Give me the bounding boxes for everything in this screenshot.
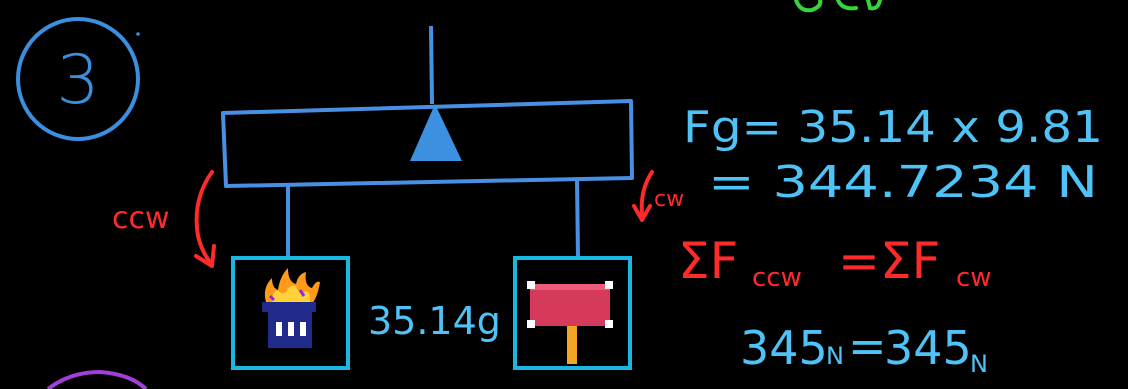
sum-force-cw-subscript: cw xyxy=(956,263,992,293)
moment-balance-values: 345 N = 345 N xyxy=(740,319,988,378)
signpost-icon xyxy=(527,281,613,364)
ccw-arrow xyxy=(194,170,214,264)
right-hanger-rod xyxy=(575,177,580,259)
cw-rotation-indicator: cw xyxy=(632,170,684,222)
dot xyxy=(136,32,140,36)
right-weight-box xyxy=(513,256,632,370)
mass-label: 35.14g xyxy=(368,299,501,343)
sum-force-ccw: ΣF xyxy=(678,232,738,290)
cw-label: cw xyxy=(654,187,684,212)
support-rod xyxy=(429,25,434,105)
step-number-badge: 3 xyxy=(16,17,140,141)
sum-force-ccw-subscript: ccw xyxy=(752,263,802,293)
step-number: 3 xyxy=(56,41,99,120)
left-moment-value: 345 xyxy=(740,321,828,375)
burning-trash-can-icon xyxy=(262,268,320,348)
ccw-label: ccw xyxy=(112,201,170,236)
fulcrum-triangle xyxy=(410,104,462,161)
lever-system xyxy=(221,25,634,260)
left-moment-unit: N xyxy=(826,342,844,370)
left-weight-box xyxy=(231,256,350,370)
step-circle xyxy=(16,17,140,141)
right-box-frame xyxy=(513,256,632,370)
cw-arrow xyxy=(639,170,654,216)
values-equals-sign: = xyxy=(848,319,887,373)
right-moment-unit: N xyxy=(970,350,988,378)
gravity-force-result: = 344.7234 N xyxy=(708,157,1098,208)
sum-force-cw: ΣF xyxy=(880,232,940,290)
equations: Fg= 35.14 x 9.81 = 344.7234 N ΣF ccw = Σ… xyxy=(678,102,1103,378)
lever-beam xyxy=(221,99,634,188)
left-box-frame xyxy=(231,256,350,370)
green-partial-text xyxy=(794,0,882,13)
cw-arrowhead xyxy=(632,204,652,222)
ccw-arrowhead xyxy=(194,244,216,268)
moment-balance-equation: ΣF ccw = ΣF cw xyxy=(678,232,992,293)
right-moment-value: 345 xyxy=(884,321,972,375)
gravity-force-equation: Fg= 35.14 x 9.81 xyxy=(683,102,1103,153)
ccw-rotation-indicator: ccw xyxy=(112,170,216,268)
purple-partial-circle xyxy=(46,369,148,389)
equals-sign: = xyxy=(838,232,880,290)
